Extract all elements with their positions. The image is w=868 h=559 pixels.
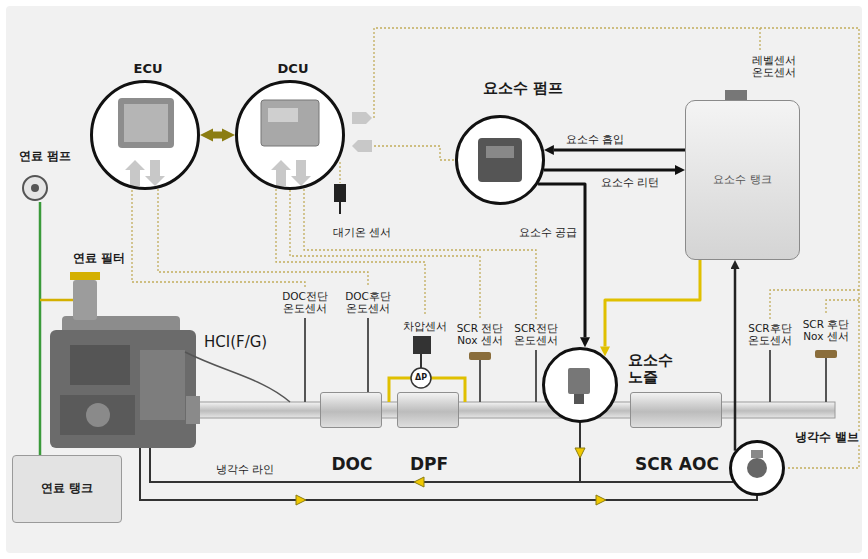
node-label: 요소수 펌프 [482, 80, 564, 97]
sensor-label: 차압센서 [402, 320, 448, 332]
dcu-module [261, 100, 319, 186]
nozzle-circle: 요소수 노즐 [542, 347, 618, 423]
fuel-line [39, 202, 42, 455]
ecu-module [118, 98, 174, 186]
fuel-filter-icon [70, 272, 100, 280]
fuel-line [40, 299, 73, 302]
ecu-circle: ECU [90, 80, 200, 190]
node-label: 요소수 탱크 [712, 174, 773, 187]
valve-circle: 냉각수 밸브 [729, 440, 785, 496]
sensor-label: SCR 전단 Nox 센서 [451, 322, 509, 346]
urea-tank: 요소수 탱크 [685, 100, 800, 260]
exhaust-pipe [195, 402, 835, 418]
signal-arrow [352, 112, 372, 124]
line-label: 냉각수 라인 [215, 463, 275, 475]
ambient-sensor-icon [334, 184, 346, 202]
sensor-label: DOC후단 온도센서 [341, 290, 395, 314]
hci-wire [185, 352, 290, 402]
fuel-tank: 연료 탱크 [12, 455, 122, 523]
coolant-line [734, 269, 737, 451]
edge-label: 요소수 흡입 [565, 133, 625, 145]
panel [6, 6, 862, 553]
dcu-circle: DCU [235, 80, 345, 190]
coolant-feed-line [605, 260, 700, 346]
coolant-lines [140, 448, 757, 505]
scr-block: SCR AOC [630, 392, 722, 428]
signal-wires [132, 28, 859, 468]
doc-block: DOC [320, 392, 382, 428]
data-link [213, 132, 222, 139]
node-label: 요소수 노즐 [627, 352, 679, 387]
node-label: DCU [277, 62, 310, 77]
node-label: DPF [409, 455, 449, 475]
sensor-label: DOC전단 온도센서 [278, 290, 332, 314]
part-label: 연료 필터 [72, 252, 126, 266]
nox-sensor [469, 352, 491, 360]
edge-label: 요소수 리턴 [600, 176, 660, 188]
urea-suction-line [554, 149, 685, 152]
part-label: HCI(F/G) [203, 334, 268, 351]
sensor-label: 대기온 센서 [332, 226, 392, 238]
dpf-block: DPF [397, 392, 459, 428]
nox-sensor [815, 350, 837, 358]
nozzle-icon [568, 368, 590, 404]
part-label: 연료 펌프 [18, 150, 72, 164]
node-label: ECU [133, 62, 164, 77]
engine [50, 316, 200, 448]
sensor-label: SCR후단 온도센서 [743, 322, 797, 346]
edge-label: 요소수 공급 [518, 226, 578, 238]
node-label: 연료 탱크 [40, 482, 94, 496]
node-label: DOC [330, 455, 373, 475]
fuel-pump-icon [23, 176, 47, 200]
urea-supply-line [538, 184, 585, 337]
node-label: SCR AOC [634, 455, 720, 475]
node-label: 냉각수 밸브 [794, 431, 860, 445]
sensor-label: SCR 후단 Nox 센서 [799, 318, 853, 342]
valve-icon [747, 450, 767, 478]
sensor-label: 레벨센서 온도센서 [749, 54, 799, 78]
pump-icon [478, 138, 522, 182]
sensor-label: SCR전단 온도센서 [509, 322, 563, 346]
urea-return-line [544, 169, 675, 172]
signal-arrow [352, 140, 372, 152]
pump-circle: 요소수 펌프 [455, 115, 545, 205]
symbol-label: ΔP [414, 373, 428, 383]
